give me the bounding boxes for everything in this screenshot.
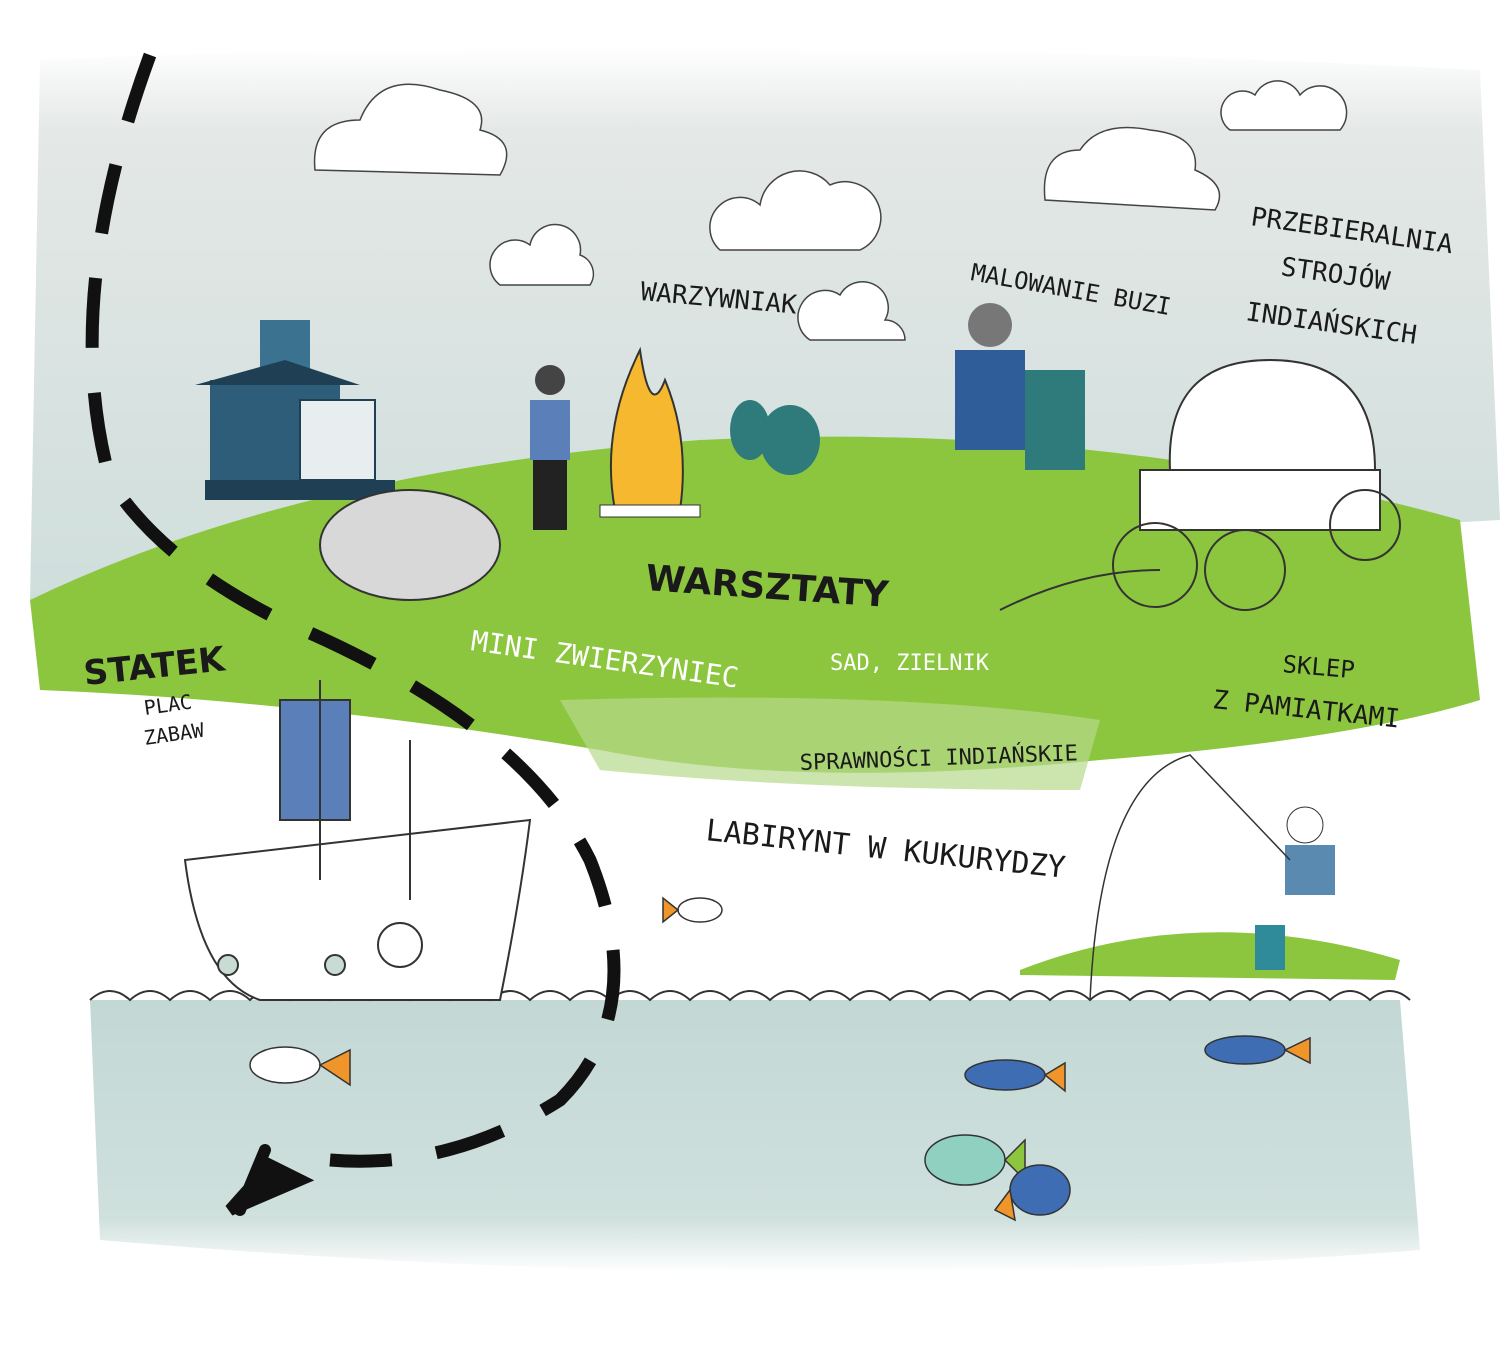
children-illustration bbox=[730, 400, 820, 475]
arrow-head-icon bbox=[225, 1144, 315, 1216]
label-zabaw: ZABAW bbox=[142, 718, 206, 750]
rabbit-illustration bbox=[319, 489, 501, 601]
water bbox=[90, 1000, 1420, 1273]
grass-lower bbox=[560, 697, 1100, 790]
face-painting-illustration bbox=[955, 303, 1085, 470]
covered-wagon-illustration bbox=[999, 358, 1401, 611]
cloud-striped-icon bbox=[313, 83, 1221, 211]
label-sklep: SKLEP bbox=[1281, 650, 1355, 684]
fish-icon bbox=[249, 896, 1311, 1222]
route-dashed-arrow bbox=[85, 52, 621, 1168]
campfire-illustration bbox=[599, 346, 701, 518]
label-labirynt: LABIRYNT W KUKURYDZY bbox=[704, 813, 1067, 886]
fisher-boy-illustration bbox=[1020, 754, 1400, 1001]
boy-illustration bbox=[530, 365, 570, 530]
ship-illustration bbox=[183, 680, 532, 1001]
house-illustration bbox=[195, 320, 395, 500]
label-sad-zielnik: SAD, ZIELNIK bbox=[830, 651, 990, 676]
cloud-scalloped-icon bbox=[489, 80, 1348, 341]
